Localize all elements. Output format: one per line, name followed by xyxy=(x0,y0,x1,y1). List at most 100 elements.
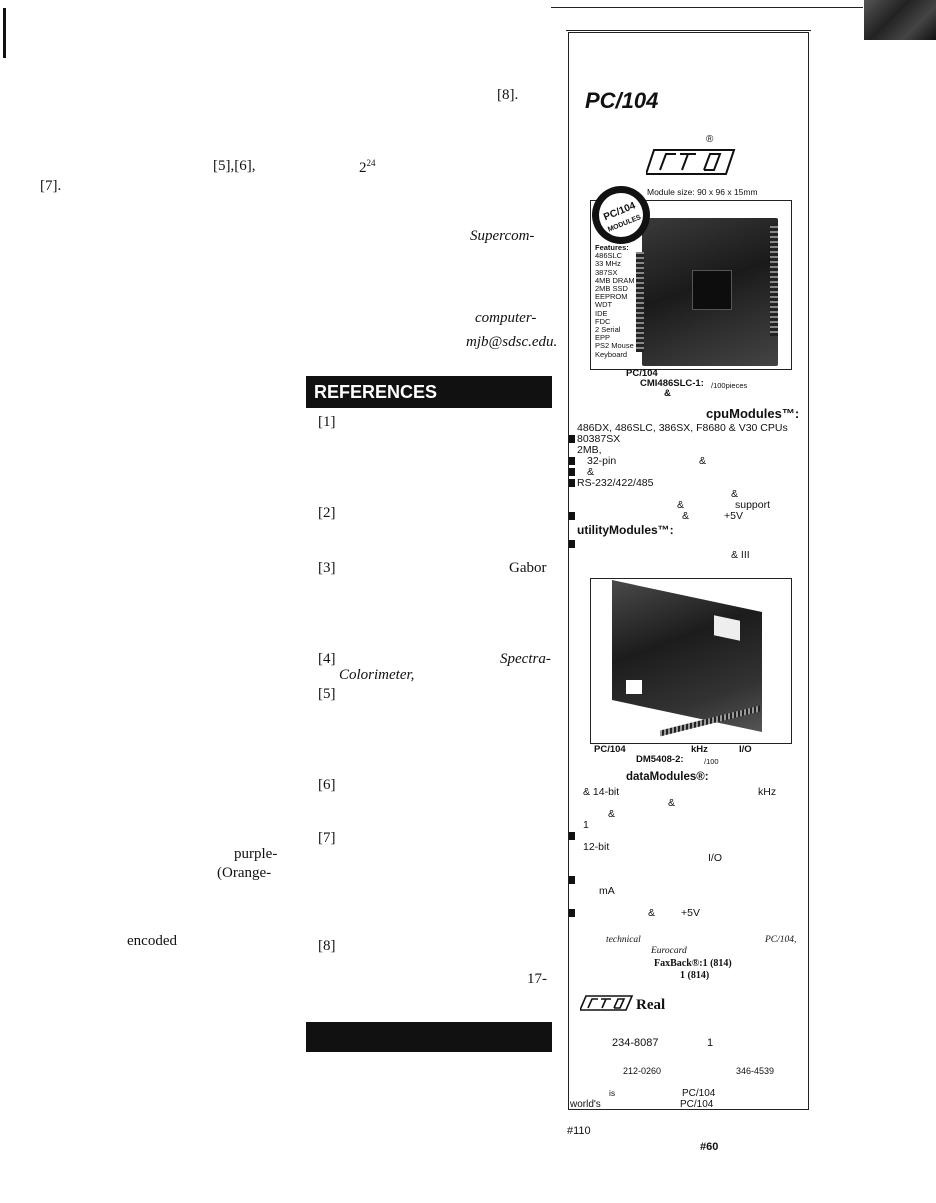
ref-number: [2] xyxy=(318,505,336,521)
data-line: +5V xyxy=(681,907,700,919)
ref-number: [6] xyxy=(318,777,336,793)
feature-item: 4MB DRAM xyxy=(595,275,635,285)
cpu-heading: cpuModules™: xyxy=(706,406,800,421)
ref-number: [3] xyxy=(318,560,336,576)
data-line: I/O xyxy=(708,852,723,864)
data-line: 12-bit xyxy=(583,841,610,853)
footer-word: PC/104 xyxy=(682,1088,716,1099)
ad-italic-word: Eurocard xyxy=(651,946,687,956)
caption-word: /100 xyxy=(704,757,719,766)
feature-item: 33 MHz xyxy=(595,259,621,269)
features-list: Features: 486SLC 33 MHz 387SX 4MB DRAM 2… xyxy=(595,243,635,359)
section-bar xyxy=(306,1022,552,1052)
ref-number: [8] xyxy=(318,938,336,954)
caption-word: /100pieces xyxy=(711,381,748,390)
reader-service-number: #60 xyxy=(700,1141,719,1153)
cpu-line: & xyxy=(682,510,690,522)
feature-item: WDT xyxy=(595,300,613,310)
caption-word: PC/104 xyxy=(594,744,626,755)
cpu-line: RS-232/422/485 xyxy=(569,477,653,489)
advertisement-box xyxy=(568,32,809,1110)
utility-heading: utilityModules™: xyxy=(577,523,674,537)
reader-service-number: #110 xyxy=(567,1125,591,1137)
ad-italic-word: PC/104, xyxy=(765,935,797,945)
registered-mark: ® xyxy=(706,134,714,145)
header-pins xyxy=(636,252,644,352)
company-name: Real xyxy=(636,997,666,1013)
data-line xyxy=(569,907,577,919)
cpu-line: & xyxy=(699,455,707,467)
top-rule xyxy=(551,7,863,8)
footer-word: world's xyxy=(570,1099,601,1110)
feature-item: IDE xyxy=(595,308,608,318)
ref-number: [1] xyxy=(318,414,336,430)
cpu-line: & xyxy=(569,466,594,478)
feature-item: 2 Serial xyxy=(595,325,621,335)
chip xyxy=(692,270,732,310)
module-size-caption: Module size: 90 x 96 x 15mm xyxy=(647,187,758,197)
ref-citation: [5],[6], xyxy=(213,158,256,174)
data-heading: dataModules®: xyxy=(626,771,709,783)
ref-word: Gabor xyxy=(509,560,547,576)
caption-word: DM5408-2: xyxy=(636,754,684,765)
cpu-line xyxy=(569,510,577,522)
data-line: 1 xyxy=(583,819,589,831)
phone-number: 1 xyxy=(707,1037,714,1049)
data-line: & 14-bit xyxy=(583,786,620,798)
feature-item: 486SLC xyxy=(595,251,623,261)
caption-word: & xyxy=(664,388,671,399)
faxback-number: FaxBack®:1 (814) xyxy=(654,958,732,969)
phone-number: 212-0260 xyxy=(623,1066,662,1076)
ref-italic: Colorimeter, xyxy=(339,667,415,683)
cpu-line: 2MB, xyxy=(577,444,602,456)
power-of-two: 224 xyxy=(359,158,376,176)
rtd-logo xyxy=(644,144,738,176)
cpu-line: & xyxy=(731,488,739,500)
italic-word: computer- xyxy=(475,310,537,326)
feature-item: EPP xyxy=(595,333,611,343)
caption-word: kHz xyxy=(691,744,708,755)
feature-item: 2MB SSD xyxy=(595,284,628,294)
data-line xyxy=(569,830,577,842)
ref-citation: [8]. xyxy=(497,87,519,103)
cpu-line: 80387SX xyxy=(569,433,620,445)
author-email: mjb@sdsc.edu. xyxy=(466,334,558,350)
phone-number: 234-8087 xyxy=(612,1037,659,1049)
board-logo xyxy=(626,680,642,694)
features-heading: Features: xyxy=(595,243,629,252)
ref-italic: Spectra- xyxy=(500,651,551,667)
footer-word: PC/104 xyxy=(680,1099,714,1110)
cpu-line: & xyxy=(677,499,685,511)
ad-rule xyxy=(566,30,811,31)
cpu-line: +5V xyxy=(724,510,743,522)
feature-item: 387SX xyxy=(595,267,618,277)
feature-item: Keyboard xyxy=(595,349,628,359)
cpu-line: support xyxy=(735,499,771,511)
corner-image xyxy=(864,0,936,40)
data-line xyxy=(569,874,577,886)
data-line: & xyxy=(608,808,616,820)
italic-word: Supercom- xyxy=(470,228,535,244)
data-line: & xyxy=(668,797,676,809)
rtd-small-logo xyxy=(578,990,634,1012)
caption-word: PC/104 xyxy=(626,368,658,379)
feature-item: EEPROM xyxy=(595,292,628,302)
data-line: mA xyxy=(599,885,615,897)
feature-item: FDC xyxy=(595,316,611,326)
body-word: encoded xyxy=(127,933,177,949)
ref-word: 17- xyxy=(527,971,547,987)
caption-word: I/O xyxy=(739,744,752,755)
data-line: kHz xyxy=(758,786,777,798)
ref-number: [4] xyxy=(318,651,336,667)
phone-number: 1 (814) xyxy=(680,970,710,981)
ref-number: [5] xyxy=(318,686,336,702)
ad-title: PC/104 xyxy=(585,88,659,113)
feature-item: PS2 Mouse xyxy=(595,341,634,351)
pc104-emblem: PC/104 MODULES xyxy=(592,186,650,244)
phone-number: 346-4539 xyxy=(736,1066,775,1076)
utility-line: & III xyxy=(731,549,750,561)
caption-word: CMI486SLC-1: xyxy=(640,378,704,389)
cpu-line: 32-pin xyxy=(569,455,616,467)
header-pins xyxy=(770,226,778,336)
utility-line xyxy=(569,538,577,550)
